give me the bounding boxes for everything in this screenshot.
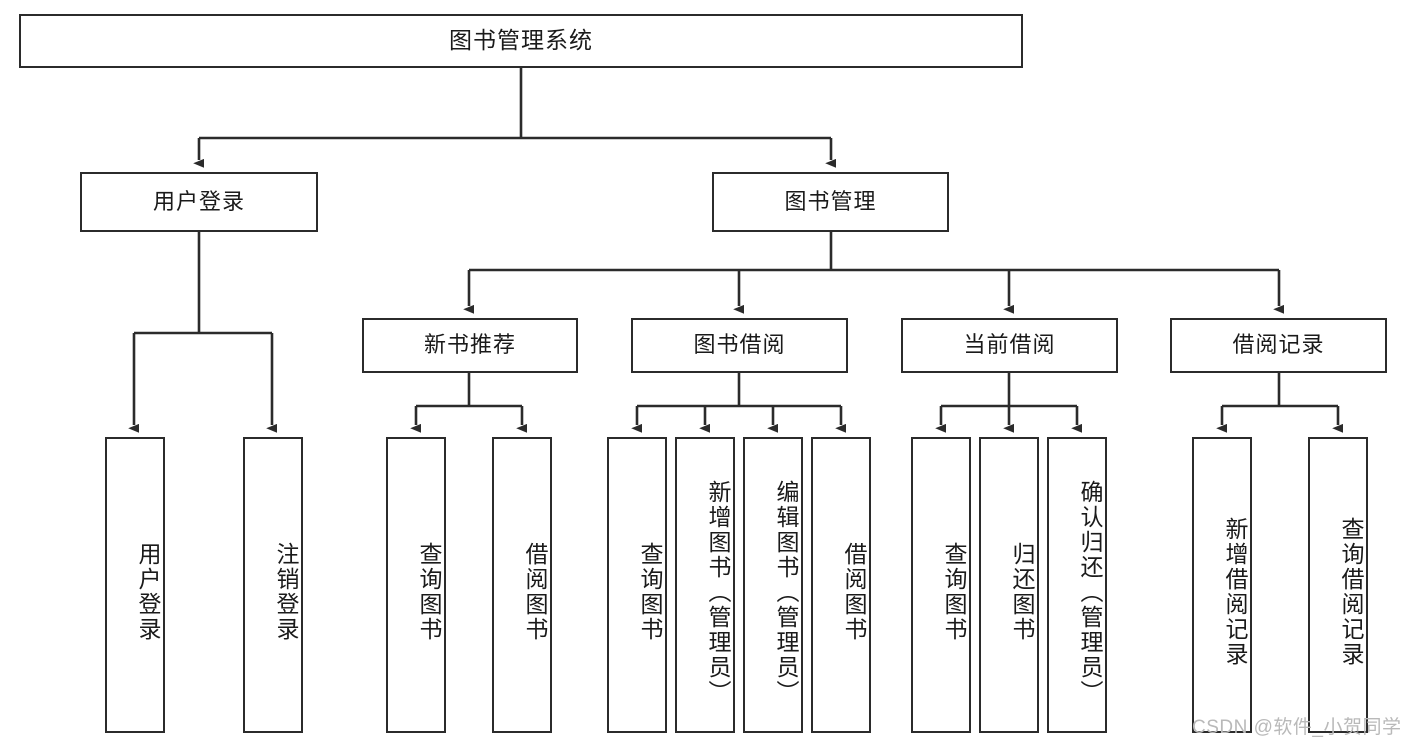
node-leaf-confirm-return[interactable]: 确认归还（管理员）: [1047, 437, 1107, 733]
node-leaf-user-logout-label: 注销登录: [273, 542, 299, 642]
node-new-book-rec[interactable]: 新书推荐: [362, 318, 578, 373]
node-leaf-query-book-3[interactable]: 查询图书: [911, 437, 971, 733]
node-user-login[interactable]: 用户登录: [80, 172, 318, 232]
node-leaf-add-book-label: 新增图书（管理员）: [705, 479, 731, 705]
node-book-manage-label: 图书管理: [784, 188, 877, 214]
node-leaf-user-login[interactable]: 用户登录: [105, 437, 165, 733]
node-root-label: 图书管理系统: [449, 27, 593, 54]
node-leaf-return-book-label: 归还图书: [1009, 542, 1035, 642]
node-leaf-query-record-label: 查询借阅记录: [1338, 517, 1364, 667]
node-leaf-borrow-book-1-label: 借阅图书: [522, 542, 548, 642]
node-current-borrow[interactable]: 当前借阅: [901, 318, 1118, 373]
node-book-borrow[interactable]: 图书借阅: [631, 318, 848, 373]
node-leaf-query-book-2[interactable]: 查询图书: [607, 437, 667, 733]
node-leaf-query-book-3-label: 查询图书: [941, 542, 967, 642]
node-leaf-borrow-book-2-label: 借阅图书: [841, 542, 867, 642]
node-leaf-add-record-label: 新增借阅记录: [1222, 517, 1248, 667]
node-leaf-add-book[interactable]: 新增图书（管理员）: [675, 437, 735, 733]
node-borrow-record[interactable]: 借阅记录: [1170, 318, 1387, 373]
node-book-manage[interactable]: 图书管理: [712, 172, 949, 232]
node-leaf-add-record[interactable]: 新增借阅记录: [1192, 437, 1252, 733]
node-leaf-query-book-2-label: 查询图书: [637, 542, 663, 642]
node-user-login-label: 用户登录: [152, 188, 245, 214]
node-leaf-borrow-book-1[interactable]: 借阅图书: [492, 437, 552, 733]
node-book-borrow-label: 图书借阅: [693, 332, 786, 358]
node-leaf-query-book-1-label: 查询图书: [416, 542, 442, 642]
node-leaf-query-book-1[interactable]: 查询图书: [386, 437, 446, 733]
node-root[interactable]: 图书管理系统: [19, 14, 1023, 68]
node-leaf-query-record[interactable]: 查询借阅记录: [1308, 437, 1368, 733]
node-leaf-borrow-book-2[interactable]: 借阅图书: [811, 437, 871, 733]
node-leaf-return-book[interactable]: 归还图书: [979, 437, 1039, 733]
node-borrow-record-label: 借阅记录: [1232, 332, 1325, 358]
node-leaf-confirm-return-label: 确认归还（管理员）: [1077, 479, 1103, 705]
node-new-book-rec-label: 新书推荐: [423, 332, 516, 358]
node-current-borrow-label: 当前借阅: [963, 332, 1056, 358]
node-leaf-user-logout[interactable]: 注销登录: [243, 437, 303, 733]
watermark: CSDN @软件_小贺同学: [1192, 717, 1402, 738]
node-leaf-edit-book[interactable]: 编辑图书（管理员）: [743, 437, 803, 733]
node-leaf-edit-book-label: 编辑图书（管理员）: [773, 479, 799, 705]
node-leaf-user-login-label: 用户登录: [135, 542, 161, 642]
